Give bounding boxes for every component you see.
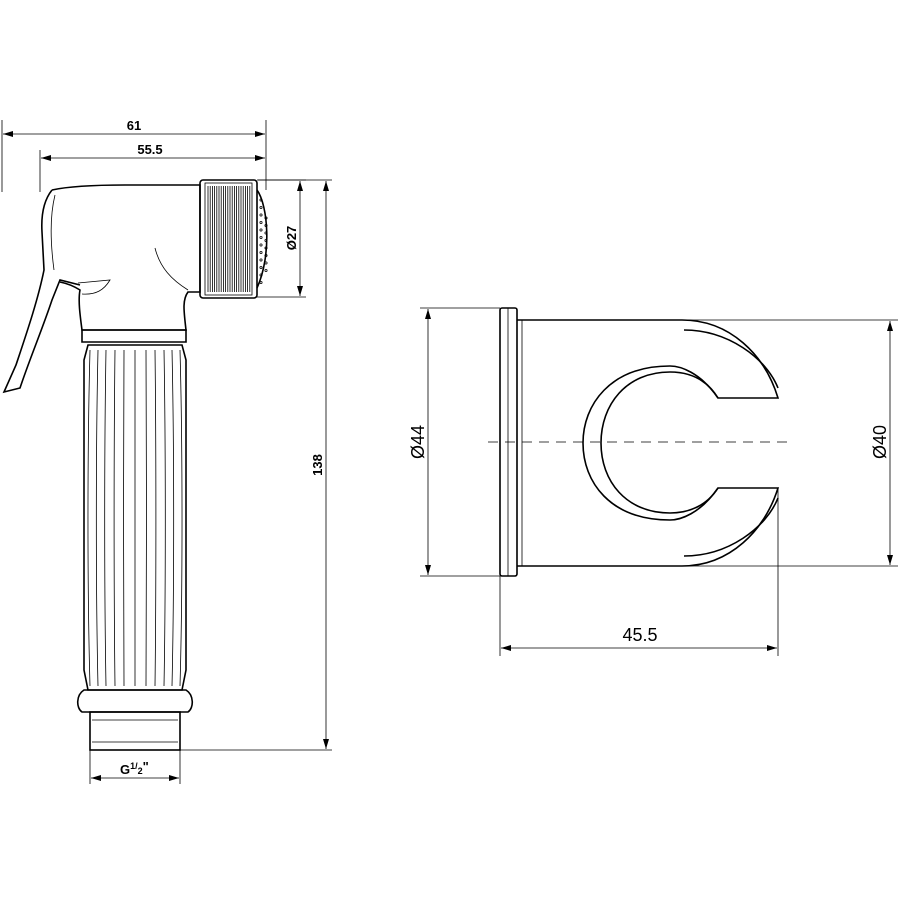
spray-hole [264,246,268,250]
grip-flute [163,349,166,687]
grip-flutes [87,349,183,687]
spray-hole [259,258,263,262]
sprayer-side-view [2,179,268,751]
thread-slash: / [135,761,138,771]
nozzle-ring [199,179,258,299]
spray-hole [259,265,263,269]
grip-flute [154,349,157,687]
thread-prefix: G [120,762,130,777]
valve-body [51,184,201,331]
clip-inner-arc-lower [683,497,779,557]
dim-overall-width: 61 [127,118,141,133]
spray-face [256,189,268,289]
spray-hole [259,228,263,232]
spray-hole [259,235,263,239]
clip-inner-ring [582,365,719,521]
dim-thread: G1/2" [120,759,149,777]
threaded-connector [89,711,181,751]
spray-hole [264,261,268,265]
spray-hole [259,205,263,209]
dim-outer-diameter: Ø44 [408,425,428,459]
dim-holder-depth: 45.5 [622,625,657,645]
spray-hole [264,253,268,257]
grip-flute [87,349,91,687]
dim-overall-height: 138 [310,454,325,476]
valve-body-curve [154,247,189,291]
grip-flute [171,349,175,687]
spray-hole [259,273,263,277]
wall-holder [488,307,792,577]
grip-flute [104,349,107,687]
clip-outer-arc [600,319,780,567]
spray-hole [264,231,268,235]
dim-nozzle-diameter: Ø27 [284,226,299,251]
spray-hole [259,243,263,247]
dim-body-width: 55.5 [137,142,162,157]
spray-hole [264,238,268,242]
spray-hole [264,223,268,227]
wall-plate [499,307,518,577]
grip-flute [113,349,116,687]
clip-inner-arc [683,329,779,389]
dim-inner-diameter: Ø40 [870,425,890,459]
thread-suffix: " [143,759,149,774]
valve-body-groove [77,279,111,295]
lever-inner-edge [50,194,56,271]
spray-hole [259,220,263,224]
lever-handle [2,189,81,394]
holder-dimensions: Ø44 Ø40 45.5 [408,307,898,656]
bottom-flange [76,689,194,713]
spray-hole [259,250,263,254]
spray-hole [264,216,268,220]
spray-hole [264,268,268,272]
neck [81,329,187,343]
spray-holes [259,198,268,284]
thread-num: 1 [130,761,135,771]
spray-hole [259,213,263,217]
nozzle-ring-inner [204,182,253,296]
nozzle-ring-knurling [207,186,251,292]
spray-hole [259,198,263,202]
grip-flute [95,349,99,687]
sprayer-dimensions: 61 55.5 Ø27 138 G1/2" [1,118,332,784]
spray-hole [259,280,263,284]
grip-flute [179,349,183,687]
thread-den: 2 [138,766,143,776]
